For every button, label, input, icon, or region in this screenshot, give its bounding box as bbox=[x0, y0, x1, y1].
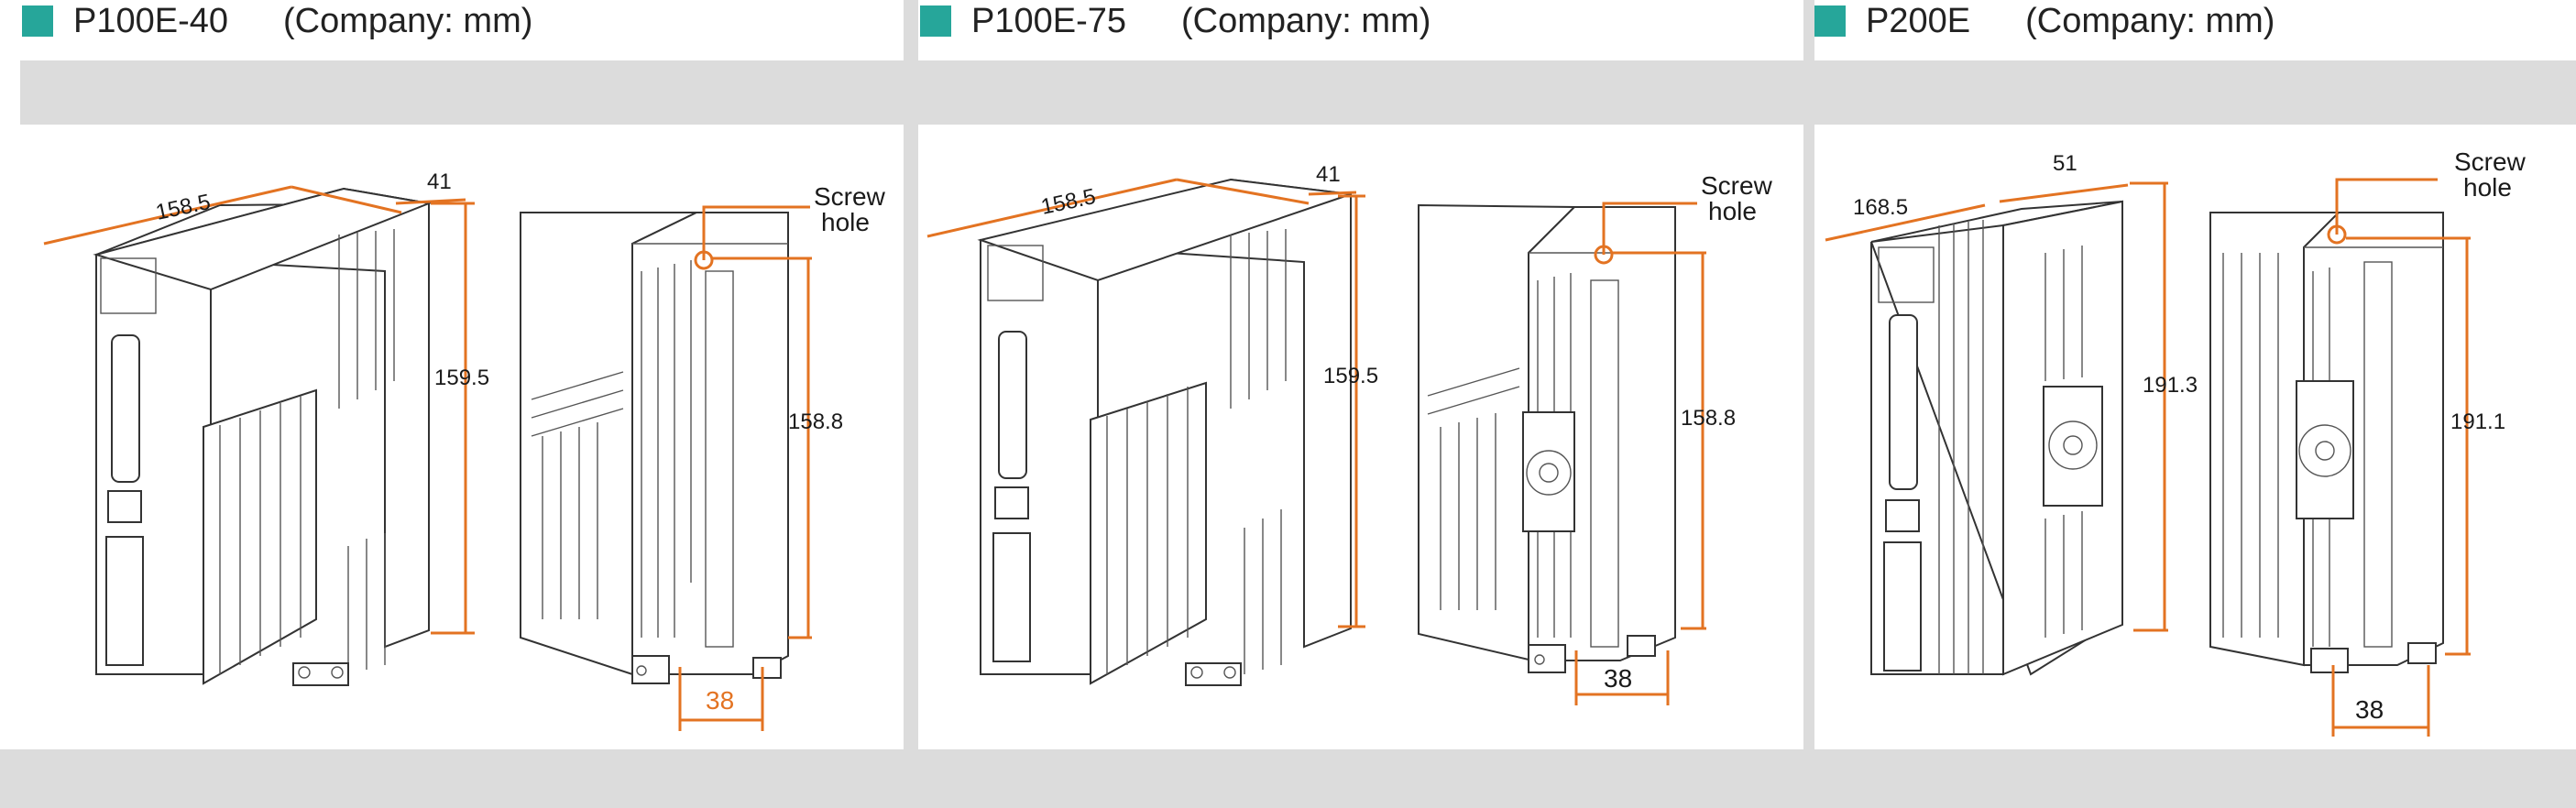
accent-square-icon bbox=[920, 5, 951, 37]
unit-front-view bbox=[93, 187, 433, 686]
panel-header: P200E (Company: mm) bbox=[1814, 0, 2576, 60]
model-name: P100E-75 bbox=[971, 1, 1127, 40]
dim-width: 51 bbox=[2053, 151, 2077, 176]
grey-band bbox=[918, 60, 1803, 125]
panel-p100e-40: P100E-40 (Company: mm) bbox=[0, 0, 904, 749]
unit-label: (Company: mm) bbox=[2025, 1, 2275, 40]
screw-label-line2: hole bbox=[1708, 197, 1757, 225]
accent-square-icon bbox=[22, 5, 53, 37]
dim-height-back: 158.8 bbox=[1681, 406, 1736, 431]
dim-width: 41 bbox=[427, 169, 452, 194]
panel-p200e: P200E (Company: mm) bbox=[1814, 0, 2576, 749]
panel-title: P100E-75 (Company: mm) bbox=[918, 0, 1431, 42]
bottom-grey-band bbox=[20, 749, 2576, 808]
panel-header: P100E-40 (Company: mm) bbox=[0, 0, 904, 60]
back-dimension-lines: Screw hole 158.8 38 bbox=[1574, 171, 1773, 705]
panel-p100e-75: P100E-75 (Company: mm) bbox=[918, 0, 1803, 749]
unit-front-view bbox=[977, 178, 1352, 686]
dim-depth: 168.5 bbox=[1853, 195, 1908, 220]
screw-label-line1: Screw bbox=[814, 182, 886, 211]
unit-back-view bbox=[520, 212, 789, 684]
panel-title: P100E-40 (Company: mm) bbox=[0, 0, 532, 42]
front-dimension-lines: 168.5 51 191.3 bbox=[1825, 151, 2198, 632]
accent-square-icon bbox=[1814, 5, 1846, 37]
screw-label-line2: hole bbox=[821, 208, 870, 236]
dim-width: 41 bbox=[1316, 162, 1341, 187]
grey-band bbox=[1814, 60, 2576, 125]
dim-height-front: 159.5 bbox=[1323, 364, 1378, 388]
dim-height-back: 191.1 bbox=[2450, 409, 2505, 434]
screw-label-line2: hole bbox=[2463, 173, 2512, 202]
unit-front-view bbox=[1870, 200, 2124, 676]
back-dimension-lines: Screw hole 158.8 38 bbox=[678, 182, 886, 731]
unit-back-view bbox=[2209, 212, 2444, 673]
dim-height-back: 158.8 bbox=[788, 409, 843, 434]
dim-hole-spacing: 38 bbox=[2355, 695, 2384, 724]
model-name: P100E-40 bbox=[73, 1, 229, 40]
panel-header: P100E-75 (Company: mm) bbox=[918, 0, 1803, 60]
dim-hole-spacing: 38 bbox=[1604, 664, 1632, 693]
unit-label: (Company: mm) bbox=[283, 1, 533, 40]
dim-height-front: 191.3 bbox=[2143, 373, 2198, 398]
unit-label: (Company: mm) bbox=[1181, 1, 1431, 40]
panel-title: P200E (Company: mm) bbox=[1814, 0, 2275, 42]
back-dimension-lines: Screw hole 191.1 38 bbox=[2327, 147, 2527, 737]
drawing-p200e: 168.5 51 191.3 bbox=[1825, 147, 2527, 737]
screw-label-line1: Screw bbox=[2454, 147, 2527, 176]
dim-hole-spacing: 38 bbox=[706, 686, 734, 715]
drawing-p100e-40: 158.5 41 159.5 bbox=[43, 169, 886, 731]
unit-back-view bbox=[1418, 203, 1676, 673]
drawing-p100e-75: 158.5 41 159.5 bbox=[926, 162, 1773, 705]
dim-height-front: 159.5 bbox=[434, 366, 489, 390]
grey-band bbox=[20, 60, 904, 125]
screw-label-line1: Screw bbox=[1701, 171, 1773, 200]
front-dimension-lines: 158.5 41 159.5 bbox=[926, 162, 1378, 628]
model-name: P200E bbox=[1866, 1, 1971, 40]
